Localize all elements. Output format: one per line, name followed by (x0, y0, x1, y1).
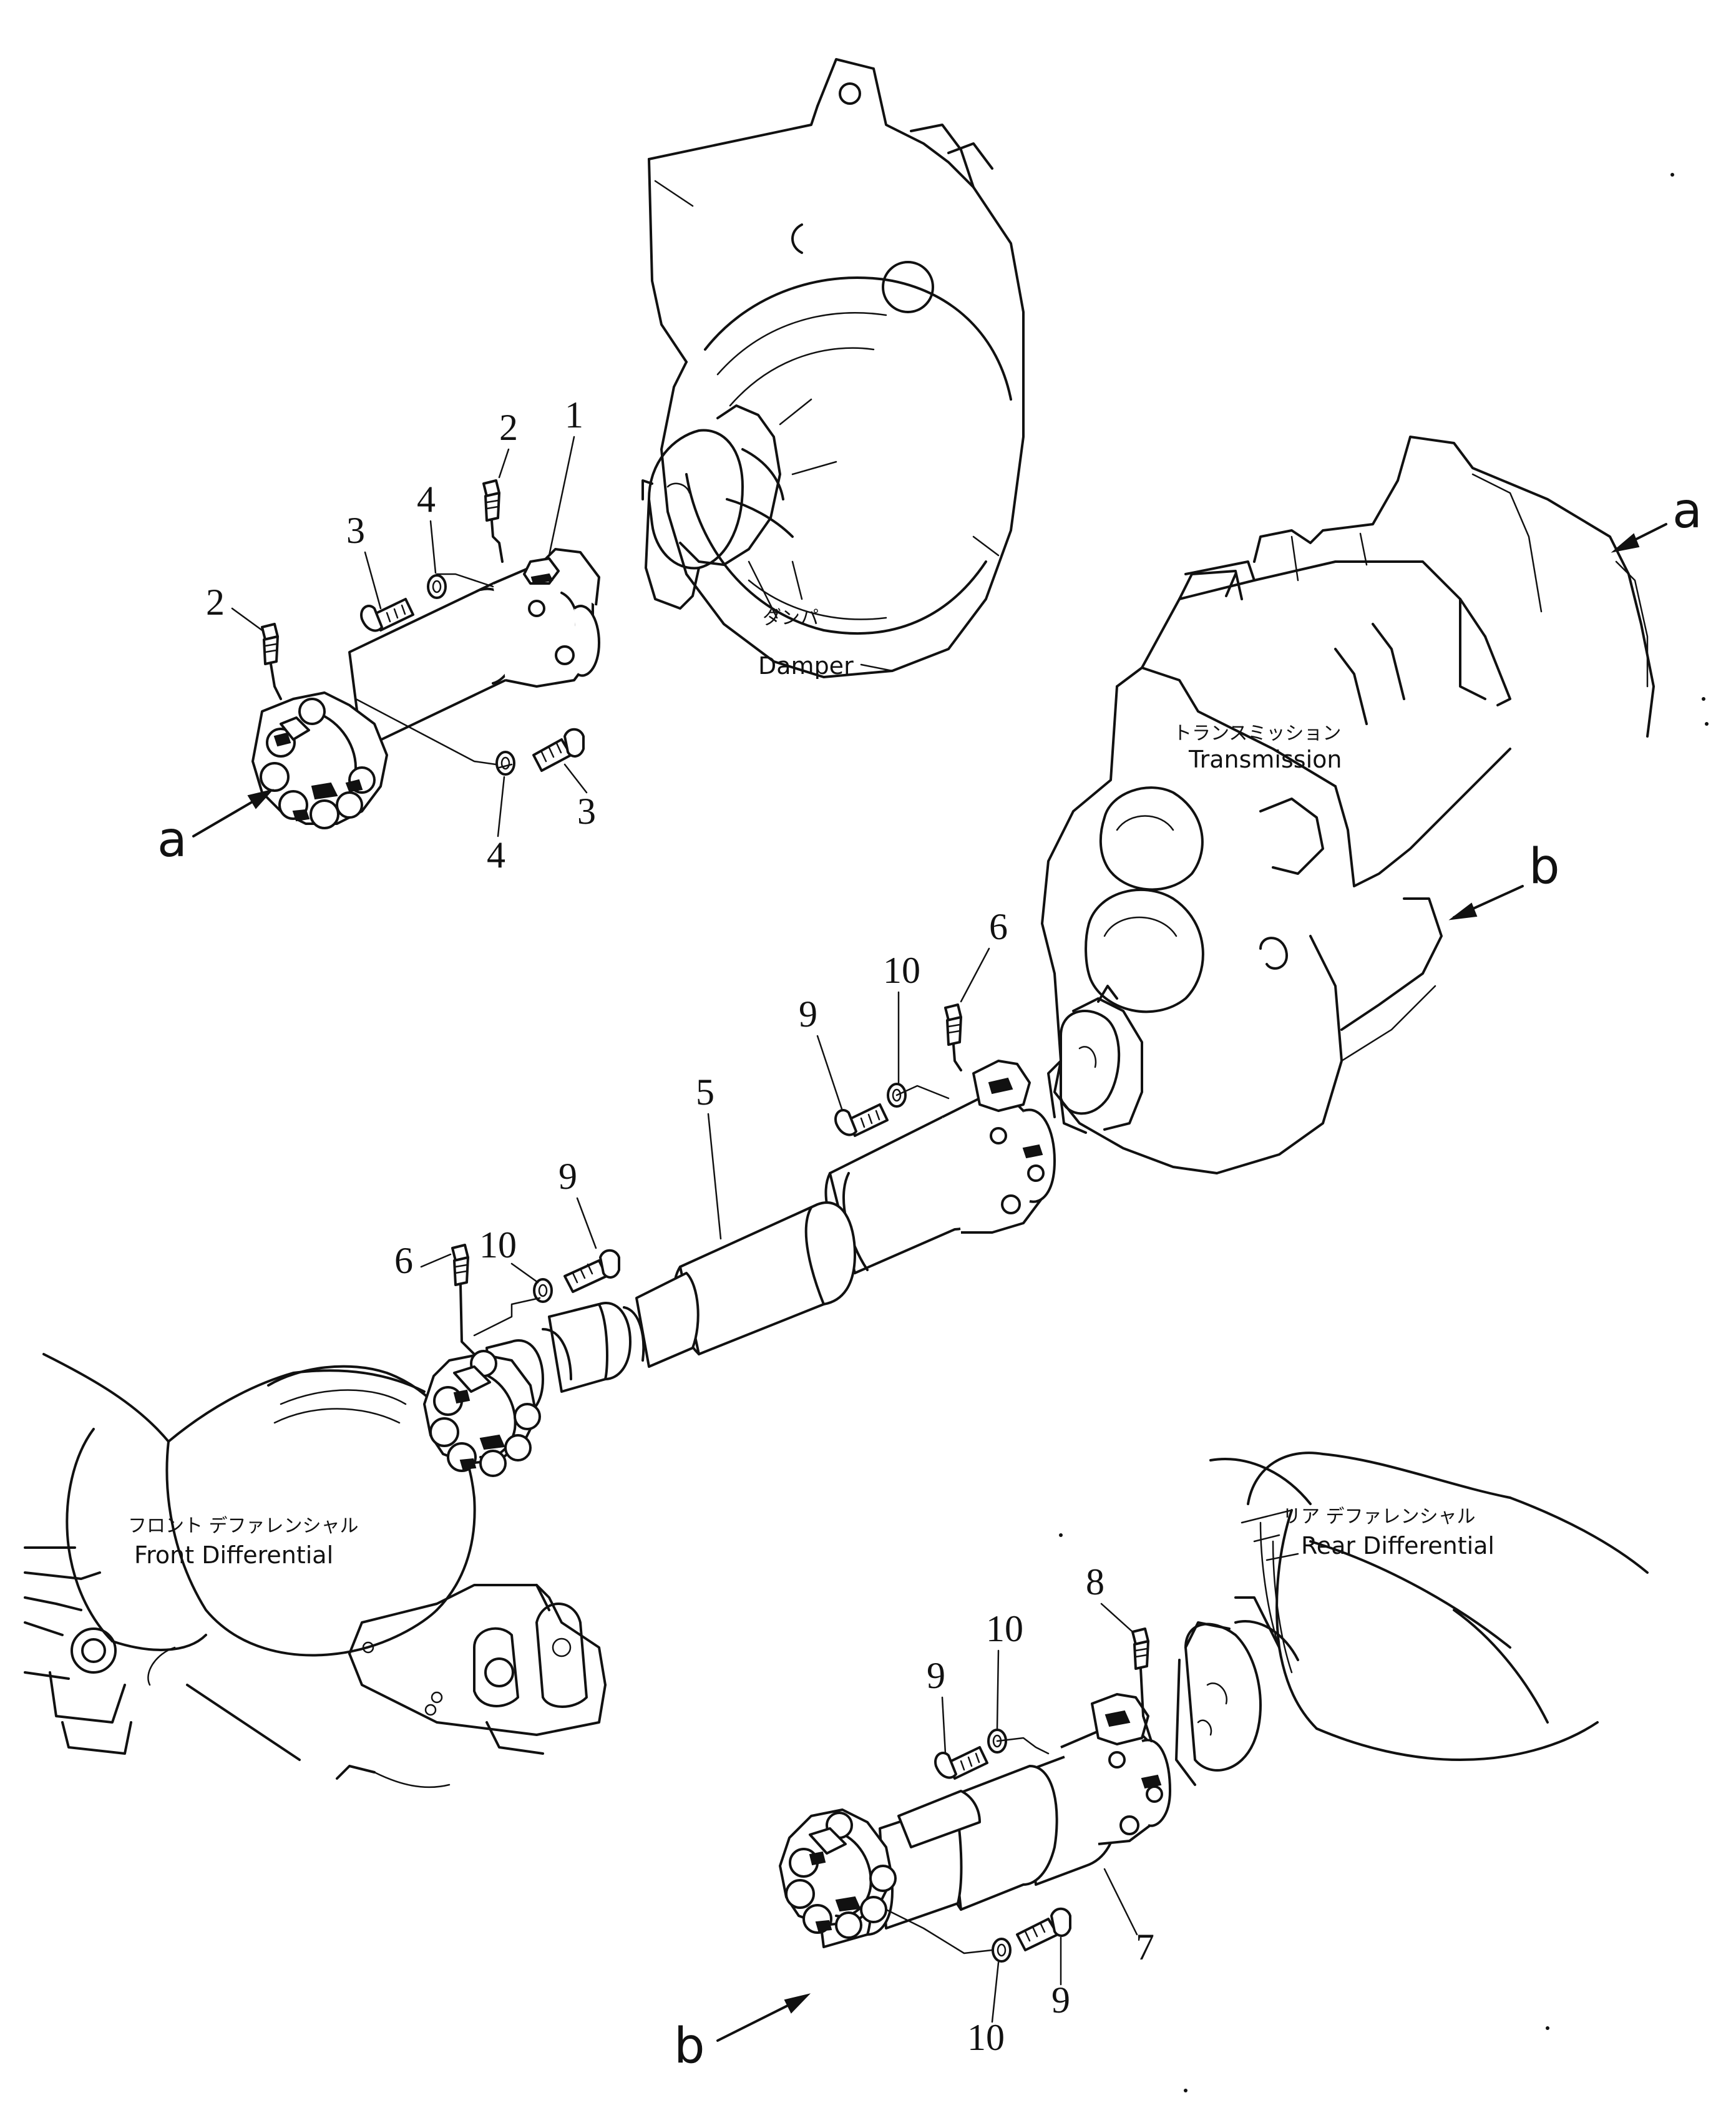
callout-10-upper-rear: 10 (986, 1608, 1023, 1649)
drive-shaft-1 (251, 548, 600, 829)
bolt-9-right (834, 1103, 889, 1137)
washer-10-lower-rear (992, 1938, 1012, 1963)
callout-6-right: 6 (989, 906, 1008, 947)
callout-2-upper: 2 (499, 407, 518, 448)
rear-differential-label-en: Rear Differential (1301, 1532, 1495, 1559)
scan-specks (1059, 173, 1709, 2092)
ref-b-right: b (1529, 839, 1560, 895)
grease-fitting-6-right (944, 1003, 962, 1071)
callout-4-upper: 4 (417, 479, 436, 520)
shaft-5-fasteners (451, 1003, 962, 1355)
callout-10-left: 10 (479, 1224, 517, 1266)
front-differential (24, 1353, 607, 1788)
bolt-9-left (563, 1249, 620, 1293)
bolt-9-upper-rear (934, 1746, 988, 1780)
callout-3-lower: 3 (577, 791, 596, 832)
callout-3-upper: 3 (346, 510, 365, 551)
grease-fitting-2-left (261, 623, 282, 700)
damper-label-jp: ダンパ (763, 607, 819, 629)
callout-6-left: 6 (394, 1240, 413, 1281)
damper-housing (641, 58, 1025, 678)
bolt-3-lower (532, 728, 585, 772)
transmission-label-en: Transmission (1188, 746, 1342, 773)
callout-7: 7 (1136, 1926, 1154, 1968)
callout-10-lower-rear: 10 (967, 2017, 1005, 2058)
callout-2-left: 2 (206, 582, 225, 623)
callout-9-left: 9 (558, 1156, 577, 1197)
callout-4-lower: 4 (487, 834, 505, 876)
front-differential-label: フロント デファレンシャル Front Differential (128, 1515, 359, 1569)
bolt-9-lower-rear (1016, 1907, 1071, 1951)
callout-9-right: 9 (799, 993, 817, 1035)
ref-a-right: a (1672, 483, 1702, 539)
transmission-housing (1041, 436, 1655, 1174)
callout-9-upper-rear: 9 (927, 1655, 945, 1696)
drive-shaft-7 (779, 1693, 1171, 1948)
reference-arrows: a a b b (157, 483, 1702, 2074)
bolt-3-upper (360, 598, 414, 632)
shaft-7-fasteners (885, 1627, 1153, 1963)
rear-differential-label: リア デファレンシャル Rear Differential (1241, 1506, 1495, 1561)
washer-4-lower (495, 751, 515, 776)
transmission-label: トランスミッション Transmission (1173, 723, 1342, 773)
damper-label-en: Damper (758, 652, 854, 680)
rear-differential (1175, 1452, 1649, 1786)
ref-a-left: a (157, 812, 187, 868)
front-differential-label-jp: フロント デファレンシャル (128, 1515, 359, 1537)
callout-10-right: 10 (883, 950, 920, 991)
shaft-1-fasteners (261, 479, 585, 776)
grease-fitting-8 (1131, 1627, 1153, 1742)
ref-b-bottom: b (674, 2018, 705, 2074)
drive-shaft-5 (423, 1060, 1056, 1477)
washer-4-upper (427, 574, 447, 599)
grease-fitting-6-left (451, 1244, 475, 1355)
washer-10-left (533, 1278, 553, 1303)
grease-fitting-2-upper (482, 479, 504, 563)
transmission-label-jp: トランスミッション (1173, 723, 1341, 744)
callout-5: 5 (696, 1071, 714, 1113)
callout-9-lower-rear: 9 (1051, 1979, 1070, 2021)
callout-8: 8 (1086, 1561, 1105, 1603)
front-differential-label-en: Front Differential (134, 1541, 333, 1569)
callouts: 1 2 2 3 4 3 4 5 6 10 9 9 10 (206, 394, 1154, 2058)
damper-label: ダンパ Damper (748, 560, 894, 680)
rear-differential-label-jp: リア デファレンシャル (1282, 1506, 1476, 1528)
callout-1: 1 (565, 394, 583, 436)
